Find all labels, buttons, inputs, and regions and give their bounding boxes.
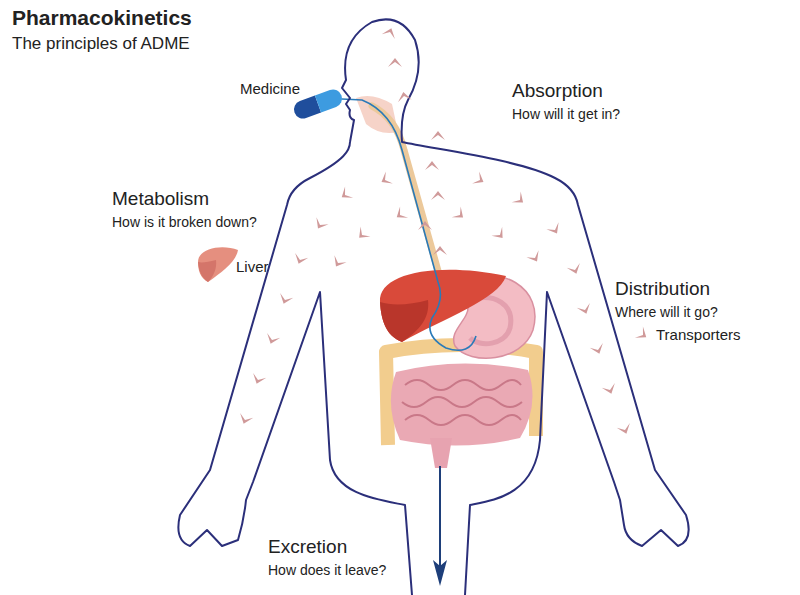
- body-outline: [178, 19, 688, 595]
- stage-heading: Distribution: [615, 278, 710, 300]
- transporter-chevron: [382, 26, 398, 39]
- transporter-chevron: [354, 227, 370, 243]
- legend-swatch: [634, 326, 652, 344]
- stage-question: Where will it go?: [615, 304, 718, 320]
- transporter-chevron: [635, 326, 650, 343]
- transporter-chevron: [452, 206, 468, 223]
- medicine-label: Medicine: [240, 80, 300, 97]
- transporter-chevron: [602, 383, 618, 396]
- legend-text: Transporters: [656, 326, 740, 343]
- transporter-chevron: [512, 191, 528, 208]
- drug-route: [342, 99, 476, 350]
- transporter-chevron: [277, 293, 293, 306]
- excretion-arrow: [439, 466, 441, 566]
- title: Pharmacokinetics: [12, 6, 192, 30]
- excretion-arrowhead: [433, 560, 447, 586]
- stage-question: How is it broken down?: [112, 214, 257, 230]
- stage-question: How will it get in?: [512, 106, 620, 122]
- transporter-chevron: [425, 161, 439, 170]
- transporter-chevron: [237, 413, 253, 426]
- transporter-chevron: [312, 217, 329, 232]
- stage-heading: Excretion: [268, 536, 347, 558]
- stage-heading: Metabolism: [112, 188, 209, 210]
- transporter-chevron: [378, 171, 393, 188]
- subtitle: The principles of ADME: [12, 34, 190, 54]
- colon: [386, 345, 536, 445]
- liver: [380, 270, 506, 342]
- transporter-chevron: [431, 131, 445, 140]
- transporter-chevron: [617, 423, 633, 436]
- liver-lobe: [380, 300, 428, 342]
- liver-icon: [198, 247, 238, 282]
- stage-question: How does it leave?: [268, 562, 386, 578]
- transporter-chevron: [393, 206, 408, 223]
- transporter-chevron: [330, 255, 347, 270]
- rectum: [430, 438, 452, 468]
- stage-heading: Absorption: [512, 80, 603, 102]
- transporter-chevron: [546, 222, 563, 237]
- transporter-chevron: [396, 91, 411, 102]
- transporter-chevron: [567, 263, 583, 276]
- transporter-chevron: [431, 191, 445, 200]
- transporter-chevron: [526, 250, 543, 265]
- transporter-chevron: [491, 227, 508, 243]
- liver-icon-lobe: [198, 260, 216, 282]
- transporter-chevron: [338, 186, 353, 203]
- transporter-chevron: [250, 373, 266, 386]
- transporter-chevron: [577, 303, 593, 316]
- organ-label: Liver: [236, 258, 269, 275]
- transporter-chevron: [264, 333, 280, 346]
- transporter-chevron: [433, 246, 447, 255]
- transporter-chevron: [388, 58, 402, 67]
- small-intestine: [391, 363, 533, 445]
- transporter-chevron: [472, 171, 487, 188]
- transporter-chevron: [292, 253, 308, 266]
- transporter-chevron: [418, 221, 432, 230]
- transporter-chevrons: [237, 26, 633, 436]
- transporter-chevron: [590, 343, 606, 356]
- intestine-folds: [402, 380, 522, 425]
